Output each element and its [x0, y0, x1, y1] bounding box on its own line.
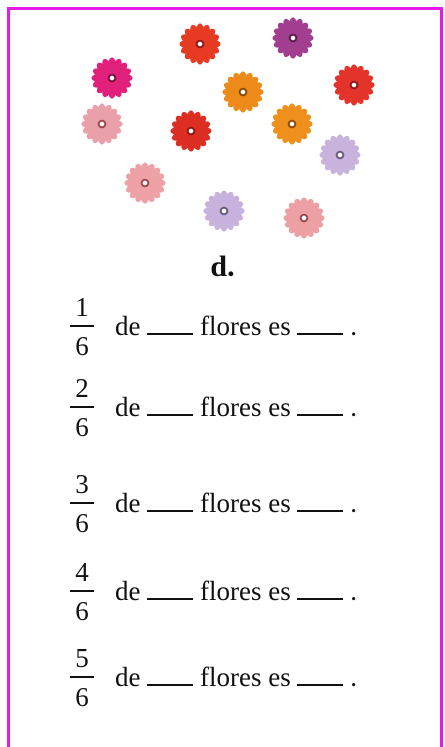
- fraction-bar: [70, 406, 94, 408]
- blank-count: [147, 660, 194, 686]
- sentence: de flores es .: [115, 574, 357, 607]
- fraction: 4 6: [70, 557, 94, 626]
- flower-group: [0, 0, 445, 250]
- word-de: de: [115, 662, 141, 692]
- fraction: 2 6: [70, 373, 94, 442]
- flower-icon: [283, 197, 325, 239]
- flower-icon: [272, 17, 314, 59]
- fraction-bar: [70, 676, 94, 678]
- sentence-end: .: [350, 576, 357, 606]
- word-de: de: [115, 392, 141, 422]
- flower-icon: [333, 64, 375, 106]
- numerator: 1: [75, 292, 89, 322]
- fraction-bar: [70, 590, 94, 592]
- word-flores-es: flores es: [199, 392, 291, 422]
- flower-icon: [91, 57, 133, 99]
- word-flores-es: flores es: [199, 311, 291, 341]
- fraction: 5 6: [70, 643, 94, 712]
- worksheet-card: [7, 7, 443, 747]
- word-flores-es: flores es: [199, 488, 291, 518]
- fraction: 1 6: [70, 292, 94, 361]
- fraction-bar: [70, 325, 94, 327]
- flower-icon: [222, 71, 264, 113]
- denominator: 6: [75, 412, 89, 442]
- denominator: 6: [75, 596, 89, 626]
- denominator: 6: [75, 331, 89, 361]
- sentence-end: .: [350, 392, 357, 422]
- numerator: 2: [75, 373, 89, 403]
- word-de: de: [115, 311, 141, 341]
- exercise-letter: d.: [210, 250, 235, 283]
- blank-answer: [297, 390, 344, 416]
- flower-icon: [271, 103, 313, 145]
- flower-icon: [319, 134, 361, 176]
- sentence-end: .: [350, 662, 357, 692]
- sentence-end: .: [350, 311, 357, 341]
- blank-count: [147, 486, 194, 512]
- blank-answer: [297, 486, 344, 512]
- numerator: 5: [75, 643, 89, 673]
- flower-icon: [81, 103, 123, 145]
- flower-icon: [203, 190, 245, 232]
- sentence-end: .: [350, 488, 357, 518]
- blank-answer: [297, 309, 344, 335]
- word-de: de: [115, 488, 141, 518]
- word-de: de: [115, 576, 141, 606]
- sentence: de flores es .: [115, 660, 357, 693]
- blank-count: [147, 309, 194, 335]
- blank-count: [147, 390, 194, 416]
- flower-icon: [170, 110, 212, 152]
- denominator: 6: [75, 508, 89, 538]
- word-flores-es: flores es: [199, 662, 291, 692]
- blank-count: [147, 574, 194, 600]
- numerator: 3: [75, 469, 89, 499]
- blank-answer: [297, 574, 344, 600]
- sentence: de flores es .: [115, 309, 357, 342]
- flower-icon: [179, 23, 221, 65]
- flower-icon: [124, 162, 166, 204]
- word-flores-es: flores es: [199, 576, 291, 606]
- sentence: de flores es .: [115, 486, 357, 519]
- numerator: 4: [75, 557, 89, 587]
- sentence: de flores es .: [115, 390, 357, 423]
- fraction: 3 6: [70, 469, 94, 538]
- blank-answer: [297, 660, 344, 686]
- fraction-bar: [70, 502, 94, 504]
- denominator: 6: [75, 682, 89, 712]
